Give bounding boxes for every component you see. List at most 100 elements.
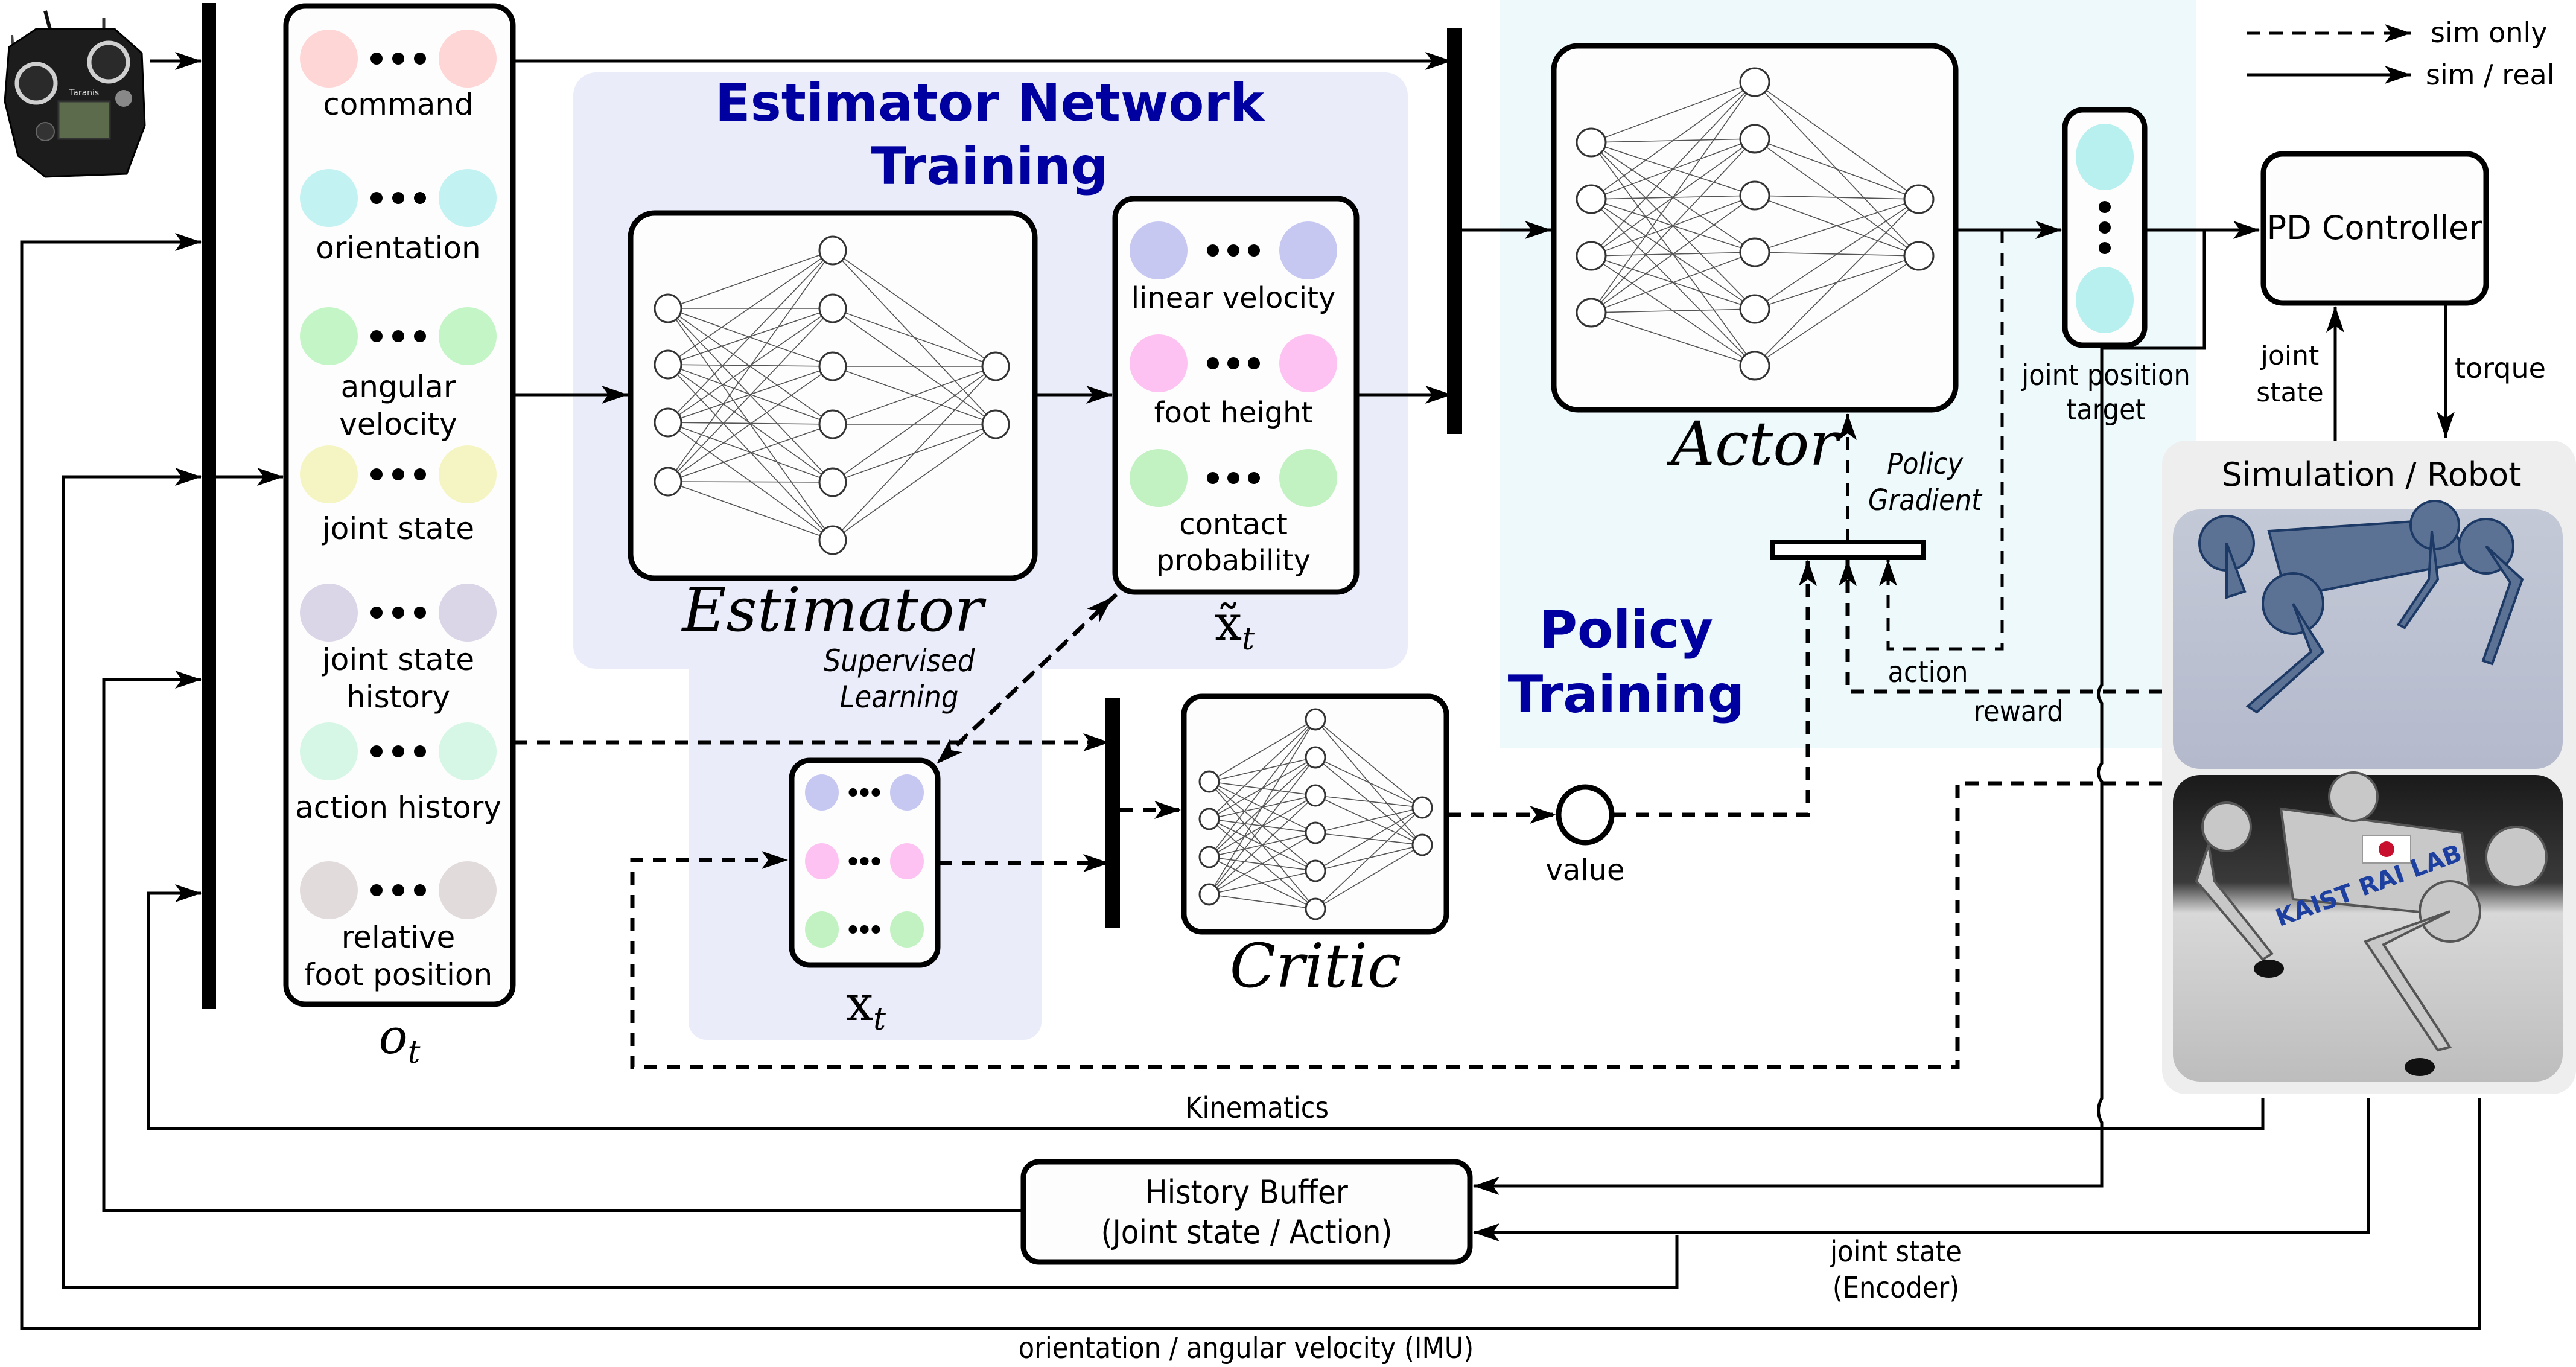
ellipsis-dot bbox=[414, 607, 426, 619]
estimated-state-group: foot height bbox=[1130, 334, 1337, 430]
ellipsis-dot bbox=[1227, 244, 1239, 257]
feature-node bbox=[890, 843, 924, 879]
feature-node bbox=[439, 30, 497, 88]
nn-neuron bbox=[818, 409, 847, 439]
nn-edge bbox=[1315, 807, 1423, 910]
rc-model-label: Taranis bbox=[69, 88, 99, 98]
nn-edge bbox=[832, 366, 996, 541]
actor-label: Actor bbox=[1667, 409, 1842, 479]
action-dashed-line bbox=[1879, 230, 2004, 651]
nn-neuron bbox=[1576, 298, 1607, 328]
ellipsis-dot bbox=[370, 607, 383, 619]
nn-edge bbox=[1315, 807, 1423, 872]
ellipsis-dot bbox=[392, 468, 404, 480]
nn-neuron bbox=[818, 351, 847, 381]
encoder-to-history-buffer-line bbox=[1473, 1098, 2370, 1241]
nn-edge bbox=[667, 250, 833, 309]
critic-network: Critic bbox=[1181, 693, 1449, 1001]
true-state-vector: xt bbox=[789, 757, 941, 1037]
pd-joint-state-line1: joint bbox=[2260, 340, 2320, 371]
true-state-group bbox=[805, 843, 924, 879]
observation-symbol: ot bbox=[378, 1009, 420, 1071]
nn-edge bbox=[832, 308, 996, 367]
nn-neuron bbox=[1903, 241, 1935, 271]
nn-edge bbox=[1209, 719, 1316, 820]
ellipsis-dot bbox=[1207, 472, 1219, 484]
value-to-aggregator-dashed bbox=[1613, 559, 1817, 817]
actor-network: Actor bbox=[1551, 43, 1959, 479]
feature-node bbox=[1279, 449, 1337, 507]
estimated-state-label: probability bbox=[1156, 544, 1311, 578]
feature-node bbox=[805, 843, 839, 879]
legend-sim-real: sim / real bbox=[2426, 59, 2554, 91]
imu-feedback-line bbox=[20, 233, 2481, 1330]
nn-edge bbox=[1209, 719, 1316, 858]
nn-neuron bbox=[1305, 859, 1326, 882]
ellipsis-dot bbox=[1207, 244, 1219, 257]
input-concat-bar bbox=[202, 3, 216, 1009]
ellipsis-dot bbox=[1248, 357, 1260, 369]
ellipsis-dot bbox=[370, 330, 383, 342]
estimated-state-group: linear velocity bbox=[1130, 221, 1337, 315]
nn-edge bbox=[1591, 81, 1755, 257]
feature-node bbox=[300, 861, 358, 919]
feature-node bbox=[890, 774, 924, 811]
ellipsis-dot bbox=[414, 53, 426, 65]
ellipsis-dot bbox=[1227, 472, 1239, 484]
ellipsis-dot bbox=[414, 884, 426, 896]
nn-edge bbox=[1591, 81, 1755, 200]
nn-neuron bbox=[1739, 180, 1770, 211]
nn-edge bbox=[832, 366, 996, 483]
nn-neuron bbox=[1411, 833, 1433, 856]
nn-neuron bbox=[1411, 796, 1433, 819]
real-robot-image: KAIST RAI LAB bbox=[2173, 771, 2563, 1082]
nn-neuron bbox=[1305, 746, 1326, 769]
nn-neuron bbox=[818, 525, 847, 555]
history-buffer-output-line bbox=[102, 671, 1022, 1212]
ellipsis-dot bbox=[860, 925, 869, 934]
policy-section-title-line2: Training bbox=[1508, 664, 1745, 725]
ellipsis-dot bbox=[392, 192, 404, 204]
imu-label: orientation / angular velocity (IMU) bbox=[1019, 1331, 1474, 1365]
nn-edge bbox=[1754, 199, 1919, 253]
supervised-learning-arrow-up bbox=[940, 596, 1113, 760]
policy-gradient-aggregator bbox=[1770, 540, 1926, 560]
true-state-symbol: xt bbox=[846, 975, 886, 1037]
ellipsis-dot bbox=[848, 788, 857, 797]
simulated-robot-image bbox=[2173, 500, 2563, 769]
ellipsis-dot bbox=[1248, 472, 1260, 484]
feature-node bbox=[439, 307, 497, 365]
nn-edge bbox=[1315, 719, 1423, 808]
nn-edge bbox=[667, 308, 833, 367]
nn-neuron bbox=[818, 235, 847, 266]
true-state-group bbox=[805, 774, 924, 811]
nn-edge bbox=[832, 250, 996, 367]
observation-label: action history bbox=[295, 790, 501, 825]
ellipsis-dot bbox=[370, 192, 383, 204]
encoder-label-line1: joint state bbox=[1830, 1235, 1962, 1269]
nn-neuron bbox=[818, 293, 847, 323]
estimated-state-symbol: x̃t bbox=[1215, 595, 1255, 657]
nn-edge bbox=[1591, 81, 1755, 143]
observation-label: command bbox=[323, 87, 474, 122]
nn-neuron bbox=[1739, 294, 1770, 324]
nn-neuron bbox=[1576, 184, 1607, 214]
feature-node bbox=[1130, 334, 1188, 392]
ellipsis-dot bbox=[370, 745, 383, 757]
estimator-section-title-line1: Estimator Network bbox=[715, 73, 1265, 133]
kinematics-feedback-line bbox=[147, 884, 2265, 1130]
nn-neuron bbox=[1739, 124, 1770, 154]
pd-controller-label: PD Controller bbox=[2267, 209, 2483, 247]
nn-edge bbox=[1209, 894, 1316, 910]
estimated-state-label: contact bbox=[1179, 508, 1288, 541]
reward-label: reward bbox=[1973, 695, 2063, 728]
estimator-nn-graph bbox=[654, 235, 1010, 555]
feature-node bbox=[300, 169, 358, 227]
value-label: value bbox=[1545, 853, 1624, 887]
pd-controller-block: PD Controller bbox=[2260, 151, 2489, 306]
observation-label: velocity bbox=[339, 407, 457, 442]
ellipsis-dot bbox=[392, 884, 404, 896]
kinematics-label: Kinematics bbox=[1185, 1091, 1329, 1125]
